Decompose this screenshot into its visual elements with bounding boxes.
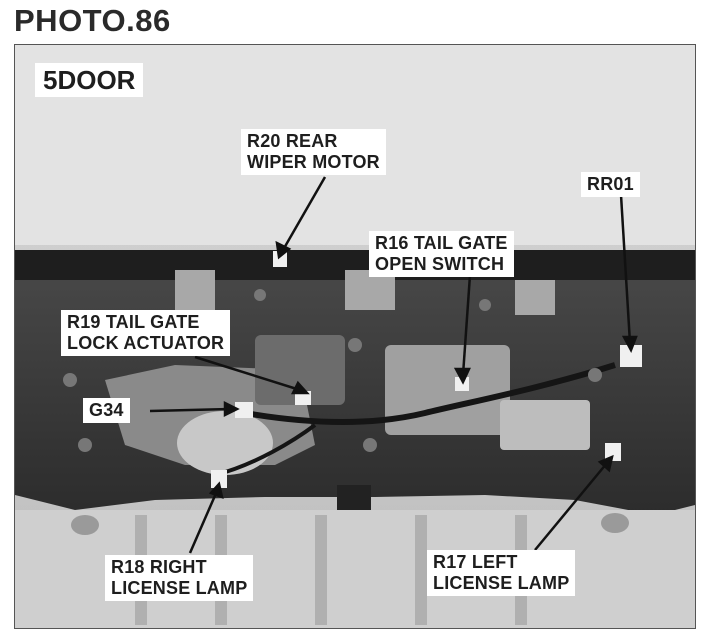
hinge-tab — [515, 280, 555, 315]
callout-r20-rear-wiper-motor: R20 REAR WIPER MOTOR — [241, 129, 386, 175]
callout-g34: G34 — [83, 398, 130, 423]
callout-line: R19 TAIL GATE — [67, 312, 200, 332]
photo-title: PHOTO.86 — [14, 3, 171, 38]
body-hole — [601, 513, 629, 533]
callout-line: LICENSE LAMP — [433, 573, 570, 593]
connector-r18 — [211, 470, 227, 488]
photo-frame: 5DOOR R20 REAR WIPER MOTOR RR01 R16 TAIL… — [14, 44, 696, 629]
callout-line: R17 LEFT — [433, 552, 518, 572]
callout-line: R16 TAIL GATE — [375, 233, 508, 253]
callout-line: OPEN SWITCH — [375, 254, 505, 274]
variant-label: 5DOOR — [35, 63, 144, 97]
connector-r16 — [455, 377, 469, 391]
connector-rr01 — [620, 345, 642, 367]
callout-line: G34 — [89, 400, 124, 420]
latch — [337, 485, 371, 511]
body-hole — [71, 515, 99, 535]
callout-line: WIPER MOTOR — [247, 152, 380, 172]
right-opening — [500, 400, 590, 450]
callout-line: R18 RIGHT — [111, 557, 207, 577]
hinge-tab — [175, 270, 215, 310]
callout-rr01: RR01 — [581, 172, 640, 197]
center-opening — [255, 335, 345, 405]
callout-line: RR01 — [587, 174, 634, 194]
leader-lines — [149, 176, 638, 554]
connector-r19 — [295, 391, 311, 405]
bolts — [63, 289, 602, 452]
callout-r17-left-license-lamp: R17 LEFT LICENSE LAMP — [427, 550, 576, 596]
callout-r16-tail-gate-open-switch: R16 TAIL GATE OPEN SWITCH — [369, 231, 514, 277]
callout-line: LICENSE LAMP — [111, 578, 248, 598]
callout-line: LOCK ACTUATOR — [67, 333, 225, 353]
callout-line: R20 REAR — [247, 131, 338, 151]
connector-r17 — [605, 443, 621, 461]
connector-g34 — [235, 402, 253, 418]
left-cutout — [177, 411, 273, 475]
callout-r19-tail-gate-lock-actuator: R19 TAIL GATE LOCK ACTUATOR — [61, 310, 231, 356]
switch-opening — [385, 345, 510, 435]
wire-harness — [244, 362, 616, 425]
wire-harness — [214, 423, 317, 477]
callout-r18-right-license-lamp: R18 RIGHT LICENSE LAMP — [105, 555, 254, 601]
